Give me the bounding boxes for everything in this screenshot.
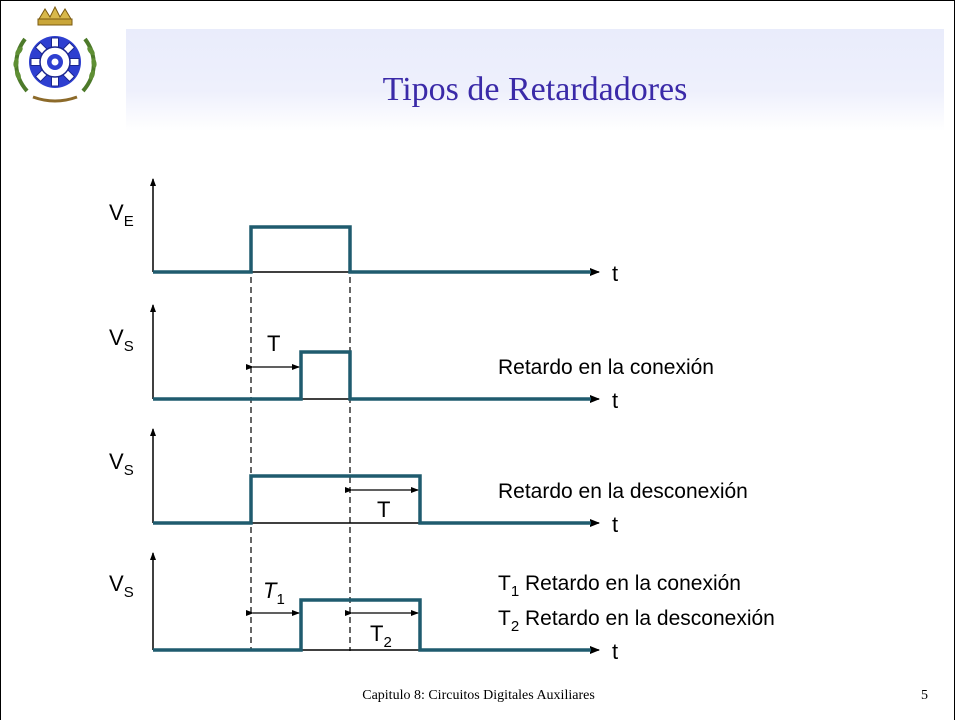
t2-label: T2 — [370, 621, 392, 651]
output-axis-label: VS — [109, 449, 134, 479]
off-delay-pulse — [153, 474, 591, 525]
time-label: t — [612, 388, 618, 413]
off-delay-description: Retardo en la desconexión — [498, 480, 748, 503]
t2-description: T2 Retardo en la desconexión — [498, 607, 775, 635]
on-delay-pulse — [153, 350, 591, 401]
time-label: t — [612, 639, 618, 664]
title-band — [126, 29, 944, 131]
output-axis-label: VS — [109, 571, 134, 601]
page-number: 5 — [921, 688, 928, 703]
input-pulse — [153, 225, 591, 274]
output-axis-label: VS — [109, 325, 134, 355]
on-off-delay-pulse — [153, 598, 591, 652]
time-label: t — [612, 261, 618, 286]
time-label: t — [612, 512, 618, 537]
delay-label: T — [377, 497, 390, 522]
t1-description: T1 Retardo en la conexión — [498, 572, 741, 600]
delay-label: T — [267, 331, 280, 356]
on-off-delay-waveform-row: VS T1 T2 T1 Retardo en la conexión T2 Re… — [109, 552, 775, 664]
university-crest-logo — [13, 5, 97, 103]
on-delay-waveform-row: VS T Retardo en la conexión t — [109, 304, 714, 413]
on-delay-description: Retardo en la conexión — [498, 356, 714, 379]
input-waveform-row: VE t — [109, 178, 618, 286]
input-axis-label: VE — [109, 200, 134, 230]
t1-label: T1 — [263, 578, 285, 608]
timing-diagram: VE t VS T Retardo en la conexión t VS T … — [109, 178, 775, 664]
off-delay-waveform-row: VS T Retardo en la desconexión t — [109, 428, 748, 537]
slide-footer: Capitulo 8: Circuitos Digitales Auxiliar… — [362, 688, 595, 703]
slide-title: Tipos de Retardadores — [382, 71, 688, 108]
